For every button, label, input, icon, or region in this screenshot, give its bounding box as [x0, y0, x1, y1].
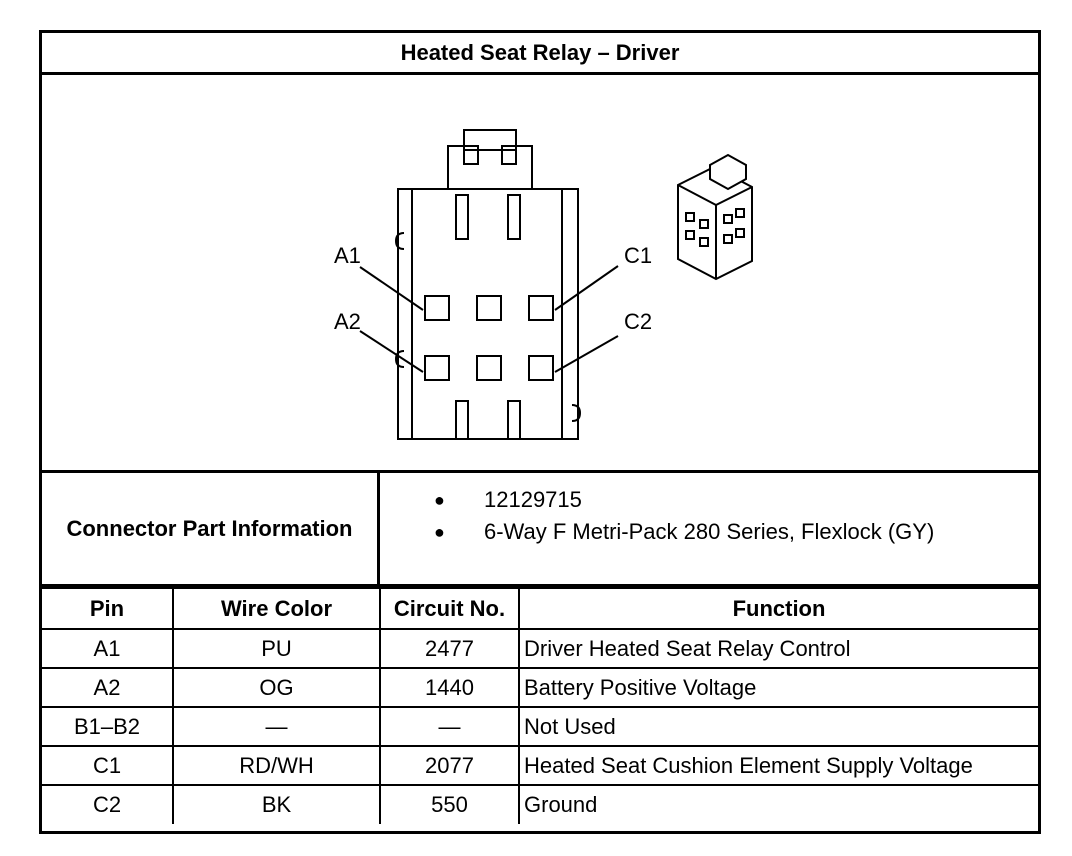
- circuit-cell: 1440: [379, 667, 520, 708]
- table-header-row: Pin Wire Color Circuit No. Function: [42, 587, 1038, 630]
- leader-c2: [554, 335, 619, 373]
- pin-cell: A1: [42, 628, 174, 669]
- connector-3d-view: [677, 153, 753, 281]
- header-wire-color: Wire Color: [172, 587, 381, 630]
- table-row: B1–B2 — — Not Used: [42, 706, 1038, 747]
- slot-top-right: [507, 194, 521, 240]
- connector-face-drawing: [359, 129, 753, 440]
- pin-label-c1: C1: [624, 243, 653, 268]
- pin-label-c2: C2: [624, 309, 653, 334]
- function-cell: Ground: [518, 784, 1038, 824]
- connector-latch: [447, 145, 533, 190]
- wire-color-cell: —: [172, 706, 381, 747]
- circuit-cell: 2077: [379, 745, 520, 786]
- table-row: A1 PU 2477 Driver Heated Seat Relay Cont…: [42, 628, 1038, 669]
- side-clip-2: [394, 350, 405, 368]
- header-circuit-no: Circuit No.: [379, 587, 520, 630]
- info-item-description: ● 6-Way F Metri-Pack 280 Series, Flexloc…: [380, 517, 1038, 547]
- side-clip-3: [571, 404, 582, 422]
- pin-cell: B1–B2: [42, 706, 174, 747]
- connector-part-info: Connector Part Information ● 12129715 ● …: [42, 470, 1038, 587]
- page-title: Heated Seat Relay – Driver: [42, 33, 1038, 75]
- slot-bottom-left: [455, 400, 469, 440]
- circuit-cell: —: [379, 706, 520, 747]
- connector-diagram: A1 A2 C1 C2: [42, 75, 1038, 470]
- cavity-c2: [528, 355, 554, 381]
- pin-cell: C2: [42, 784, 174, 824]
- function-cell: Battery Positive Voltage: [518, 667, 1038, 708]
- wire-color-cell: RD/WH: [172, 745, 381, 786]
- leader-a2: [359, 330, 424, 373]
- pin-label-a2: A2: [334, 309, 361, 334]
- connector-sheet: Heated Seat Relay – Driver: [39, 30, 1041, 834]
- leader-a1: [359, 266, 424, 311]
- bullet-icon: ●: [434, 489, 445, 510]
- cavity-c1: [528, 295, 554, 321]
- header-function: Function: [518, 587, 1038, 630]
- part-number: 12129715: [484, 487, 582, 512]
- pin-cell: C1: [42, 745, 174, 786]
- leader-c1: [554, 265, 619, 311]
- function-cell: Heated Seat Cushion Element Supply Volta…: [518, 745, 1038, 786]
- wire-color-cell: OG: [172, 667, 381, 708]
- wire-color-cell: BK: [172, 784, 381, 824]
- pin-label-a1: A1: [334, 243, 361, 268]
- pin-cell: A2: [42, 667, 174, 708]
- side-clip-1: [394, 232, 405, 250]
- cavity-a2: [424, 355, 450, 381]
- info-item-part-number: ● 12129715: [380, 485, 1038, 515]
- header-pin: Pin: [42, 587, 174, 630]
- latch-detail-left: [463, 145, 479, 165]
- cavity-a1: [424, 295, 450, 321]
- cavity-b2: [476, 355, 502, 381]
- slot-bottom-right: [507, 400, 521, 440]
- circuit-cell: 2477: [379, 628, 520, 669]
- bullet-icon: ●: [434, 521, 445, 542]
- connector-body: [397, 188, 579, 440]
- circuit-cell: 550: [379, 784, 520, 824]
- table-row: C2 BK 550 Ground: [42, 784, 1038, 824]
- cavity-b1: [476, 295, 502, 321]
- connector-info-label: Connector Part Information: [42, 473, 380, 584]
- latch-detail-right: [501, 145, 517, 165]
- function-cell: Not Used: [518, 706, 1038, 747]
- connector-info-list: ● 12129715 ● 6-Way F Metri-Pack 280 Seri…: [380, 473, 1038, 584]
- table-row: C1 RD/WH 2077 Heated Seat Cushion Elemen…: [42, 745, 1038, 786]
- wire-color-cell: PU: [172, 628, 381, 669]
- connector-description: 6-Way F Metri-Pack 280 Series, Flexlock …: [484, 519, 935, 544]
- slot-top-left: [455, 194, 469, 240]
- table-row: A2 OG 1440 Battery Positive Voltage: [42, 667, 1038, 708]
- pinout-table: Pin Wire Color Circuit No. Function A1 P…: [42, 587, 1038, 824]
- function-cell: Driver Heated Seat Relay Control: [518, 628, 1038, 669]
